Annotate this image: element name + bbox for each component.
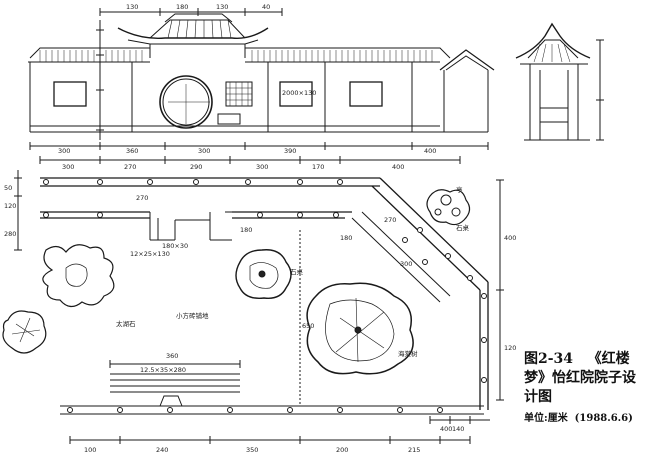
- elev-dim-bottom-4: 390: [284, 147, 296, 155]
- plan-dim-bottom-6: 400: [440, 425, 452, 433]
- dim-k: 140: [452, 425, 464, 433]
- elev-dim-top-2: 180: [176, 3, 188, 11]
- plan-dim-right-1: 400: [504, 234, 516, 242]
- rockery-mid: [235, 249, 292, 299]
- dim-a: 2000×130: [282, 89, 316, 97]
- tree-large: [306, 282, 414, 375]
- caption-line-1: 图2-34 《红楼: [524, 350, 646, 369]
- dim-g: 180: [340, 234, 352, 242]
- elev-dim-top-4: 40: [262, 3, 270, 11]
- caption-title-3: 计图: [524, 389, 552, 405]
- unit-line: 单位:厘米 (1988.6.6): [524, 409, 646, 428]
- dim-j: 360: [166, 352, 178, 360]
- dim-e: 300: [400, 260, 412, 268]
- dim-h: 650: [302, 322, 314, 330]
- rockery-left: [42, 244, 115, 308]
- side-elevation: [515, 22, 604, 141]
- elev-dim-top-3: 130: [216, 3, 228, 11]
- plan-dim-bottom-2: 240: [156, 446, 168, 454]
- plan-dim-bottom-5: 215: [408, 446, 420, 454]
- plan-dim-top-2: 270: [124, 163, 136, 171]
- corner-label: 亭: [456, 185, 463, 194]
- plan-dim-bottom-4: 200: [336, 446, 348, 454]
- tree-label: 海棠树: [398, 349, 418, 358]
- plan-dim-right-2: 120: [504, 344, 516, 352]
- dim-f: 180: [240, 226, 252, 234]
- plan-dim-left-3: 280: [4, 230, 16, 238]
- caption-title-2: 梦》怡红院院子设: [524, 370, 636, 386]
- plan-dim-top-1: 300: [62, 163, 74, 171]
- dim-i: 12.5×35×280: [140, 366, 186, 374]
- unit-label: 单位:厘米: [524, 413, 568, 424]
- pond-label: 小方砖铺地: [176, 311, 209, 320]
- rock-mid-label: 石桌: [290, 267, 304, 276]
- caption-title-1: 《红楼: [587, 351, 630, 367]
- front-elevation: [28, 8, 495, 150]
- figure-caption: 图2-34 《红楼 梦》怡红院院子设 计图 单位:厘米 (1988.6.6): [524, 350, 646, 428]
- dim-l: 270: [136, 194, 148, 202]
- shrub-left: [2, 310, 47, 354]
- site-plan: [14, 156, 504, 444]
- plan-dim-top-3: 290: [190, 163, 202, 171]
- plan-dim-bottom-1: 100: [84, 446, 96, 454]
- plan-dim-left-1: 50: [4, 184, 12, 192]
- rock-right-label: 石桌: [456, 223, 470, 232]
- dim-d: 270: [384, 216, 396, 224]
- elev-dim-bottom-5: 400: [424, 147, 436, 155]
- plan-dim-bottom-3: 350: [246, 446, 258, 454]
- plan-dim-top-4: 300: [256, 163, 268, 171]
- plan-dim-left-2: 120: [4, 202, 16, 210]
- dim-c: 12×25×130: [130, 250, 170, 258]
- shrub-corner: [426, 189, 471, 226]
- dim-b: 180×30: [162, 242, 188, 250]
- plan-dim-top-6: 400: [392, 163, 404, 171]
- rock-left-label: 太湖石: [116, 319, 136, 328]
- plan-dim-top-5: 170: [312, 163, 324, 171]
- elev-dim-bottom-3: 300: [198, 147, 210, 155]
- elev-dim-bottom-1: 300: [58, 147, 70, 155]
- figure-number: 图2-34: [524, 351, 574, 367]
- elev-dim-top-1: 130: [126, 3, 138, 11]
- elev-dim-bottom-2: 360: [126, 147, 138, 155]
- drawing-date: (1988.6.6): [574, 413, 633, 424]
